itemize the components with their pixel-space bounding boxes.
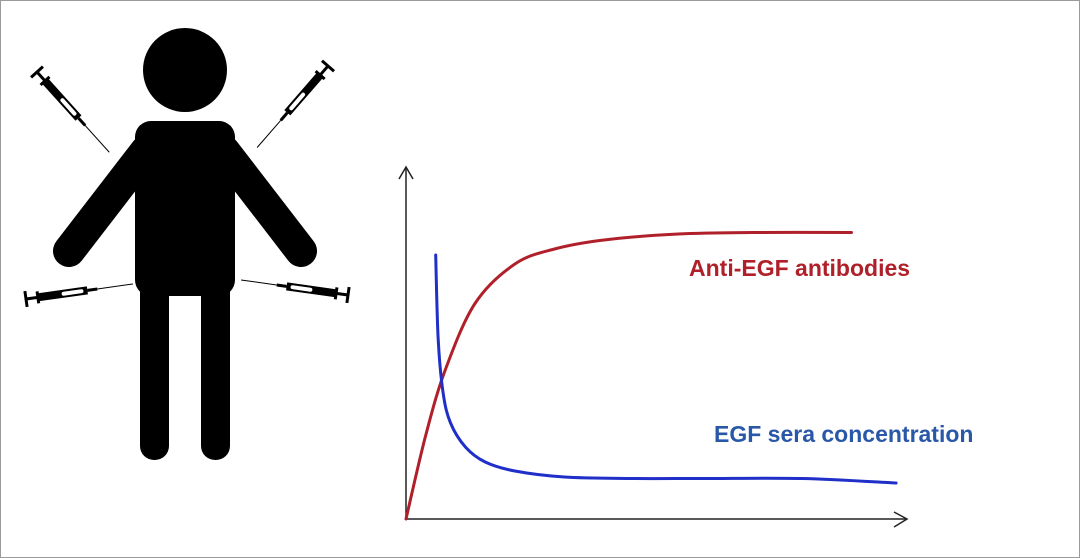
x-axis-arrow [893, 511, 909, 528]
egf-label: EGF sera concentration [714, 421, 974, 447]
y-axis-arrow [398, 165, 414, 180]
egf-curve [434, 253, 898, 485]
person-icon [53, 28, 317, 460]
chart-axes [398, 165, 909, 528]
antibodies-label: Anti-EGF antibodies [689, 255, 911, 281]
antibodies-curve [404, 230, 853, 521]
